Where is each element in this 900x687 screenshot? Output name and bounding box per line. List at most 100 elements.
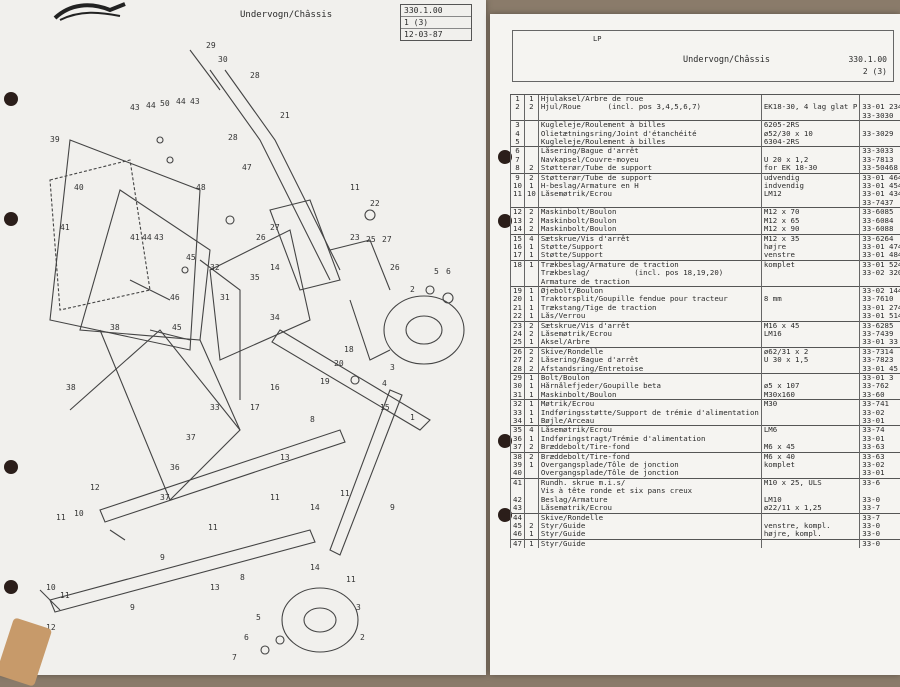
callout-label: 11	[56, 513, 66, 522]
part-dimension: højre, kompl.	[761, 530, 859, 539]
part-position: 12	[511, 208, 525, 217]
callout-label: 45	[186, 253, 196, 262]
part-number: 33-01 464	[860, 173, 900, 182]
part-number: 33-7439	[860, 330, 900, 338]
part-quantity: 1	[524, 260, 538, 286]
part-number: 33-01 524 33-02 320	[860, 260, 900, 286]
part-number: 33-01 454	[860, 182, 900, 190]
part-description: Trækbeslag/Armature de traction Trækbesl…	[538, 260, 761, 286]
part-quantity: 1	[524, 374, 538, 383]
part-description: Øjebolt/Boulon	[538, 286, 761, 295]
callout-label: 21	[280, 111, 290, 120]
part-description: Styr/Guide	[538, 522, 761, 530]
part-quantity: 2	[524, 347, 538, 356]
part-description: Styr/Guide	[538, 539, 761, 548]
part-position: 15	[511, 234, 525, 243]
part-quantity: 2	[524, 164, 538, 173]
part-quantity: 1	[524, 382, 538, 390]
callout-label: 16	[270, 383, 280, 392]
part-number: 33-3033	[860, 147, 900, 156]
callout-label: 17	[250, 403, 260, 412]
callout-label: 11	[350, 183, 360, 192]
part-description: Overgangsplade/Tôle de jonction	[538, 469, 761, 478]
part-quantity: 1	[524, 295, 538, 303]
part-quantity: 2	[524, 330, 538, 338]
part-quantity: 1	[524, 409, 538, 417]
part-position: 38	[511, 452, 525, 461]
callout-label: 27	[382, 235, 392, 244]
part-number: 33-0	[860, 539, 900, 548]
part-description: H-beslag/Armature en H	[538, 182, 761, 190]
exploded-view-diagram: 29 30 28 21 28 47 39 40 41 43 44 50 44 4…	[10, 30, 480, 670]
callout-label: 33	[210, 403, 220, 412]
part-dimension: EK18-30, 4 lag glat P	[761, 103, 859, 120]
right-page-header: LP Undervogn/Châssis 330.1.00 2 (3)	[512, 30, 894, 82]
callout-label: 36	[170, 463, 180, 472]
right-page-title: Undervogn/Châssis	[683, 55, 770, 65]
part-description: Maskinbolt/Boulon	[538, 208, 761, 217]
part-number	[860, 121, 900, 130]
part-quantity: 2	[524, 365, 538, 374]
callout-label: 11	[270, 493, 280, 502]
callout-label: 13	[210, 583, 220, 592]
callout-label: 28	[228, 133, 238, 142]
part-position: 1	[511, 95, 525, 104]
callout-label: 44	[146, 101, 156, 110]
part-quantity: 2	[524, 356, 538, 364]
callout-label: 35	[250, 273, 260, 282]
part-description: Kugleleje/Roulement à billes	[538, 121, 761, 130]
callout-label: 14	[270, 263, 280, 272]
callout-label: 6	[244, 633, 249, 642]
part-description: Bøjle/Arceau	[538, 417, 761, 426]
part-position: 25	[511, 338, 525, 347]
part-position: 19	[511, 286, 525, 295]
part-quantity: 2	[524, 208, 538, 217]
part-position: 23	[511, 321, 525, 330]
callout-label: 43	[130, 103, 140, 112]
part-description: Låsering/Bague d'arrêt	[538, 147, 761, 156]
part-dimension	[761, 147, 859, 156]
part-number: 33-7823	[860, 356, 900, 364]
part-description: Kugleleje/Roulement à billes	[538, 138, 761, 147]
part-quantity: 2	[524, 173, 538, 182]
part-quantity	[524, 478, 538, 495]
part-description: Trækstang/Tige de traction	[538, 304, 761, 312]
callout-label: 5	[256, 613, 261, 622]
part-number: 33-02	[860, 409, 900, 417]
part-position: 16	[511, 243, 525, 251]
part-dimension: 8 mm	[761, 295, 859, 303]
part-quantity	[524, 138, 538, 147]
part-number: 33-02 144	[860, 286, 900, 295]
part-quantity: 1	[524, 435, 538, 443]
part-position: 36	[511, 435, 525, 443]
callout-label: 3	[356, 603, 361, 612]
left-page-title: Undervogn/Châssis	[240, 10, 332, 20]
part-dimension: M16 x 45	[761, 321, 859, 330]
part-quantity: 2	[524, 443, 538, 452]
callout-label: 44	[142, 233, 152, 242]
part-position: 14	[511, 225, 525, 234]
callout-label: 14	[310, 503, 320, 512]
part-position: 8	[511, 164, 525, 173]
part-quantity	[524, 156, 538, 164]
callout-label: 12	[90, 483, 100, 492]
part-description: Støtterør/Tube de support	[538, 164, 761, 173]
callout-label: 10	[74, 509, 84, 518]
part-number: 33-60	[860, 391, 900, 400]
part-description: Skive/Rondelle	[538, 347, 761, 356]
part-number: 33-6264	[860, 234, 900, 243]
part-quantity	[524, 496, 538, 504]
